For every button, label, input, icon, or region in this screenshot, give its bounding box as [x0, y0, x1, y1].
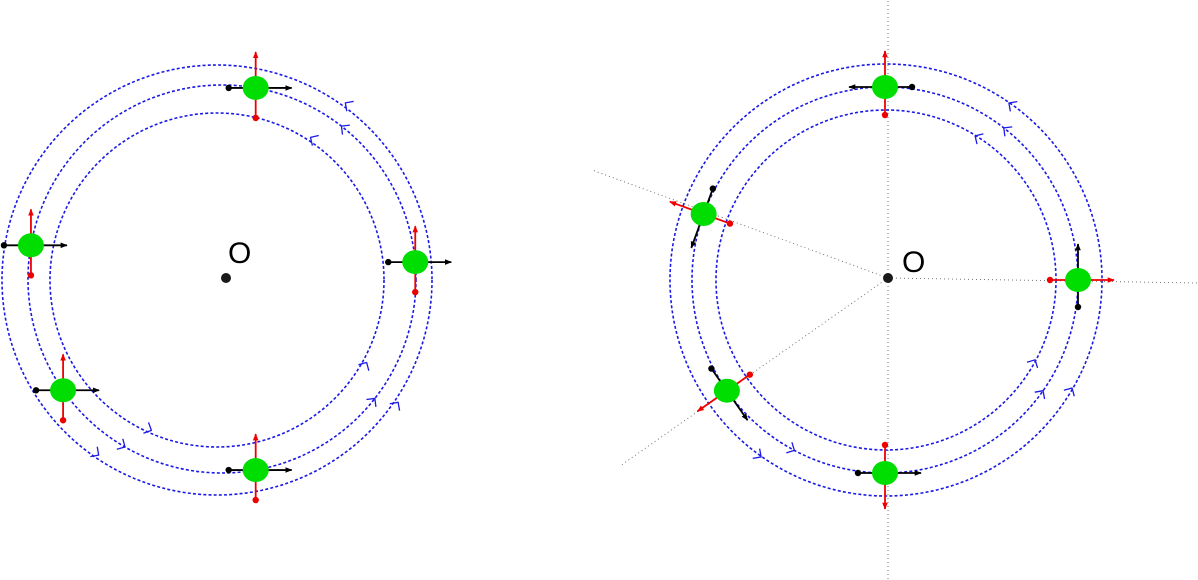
force-arrow-tail-dot	[881, 111, 889, 119]
right-body-top	[848, 50, 916, 119]
force-arrow-tail-dot	[27, 272, 35, 279]
green-body	[872, 75, 898, 99]
flow-direction-arrow	[340, 124, 350, 135]
radial-line-right	[887, 277, 1198, 284]
right-body-bottom	[854, 441, 922, 510]
velocity-arrow-tail-dot	[709, 185, 717, 192]
flow-direction-arrow	[309, 134, 319, 146]
flow-direction-arrow	[90, 446, 100, 458]
flow-direction-arrow	[366, 397, 377, 407]
flow-direction-arrow	[143, 422, 153, 434]
right-body-upper-left	[669, 185, 734, 249]
right-flow-arrows	[752, 100, 1075, 460]
velocity-arrow-tail-dot	[32, 387, 40, 394]
green-body	[242, 75, 269, 100]
left-origin-label: O	[228, 237, 251, 270]
green-body	[242, 458, 269, 483]
flow-direction-arrow	[389, 401, 401, 411]
right-origin-label: O	[902, 246, 925, 279]
green-body	[1065, 268, 1091, 292]
green-body	[17, 233, 44, 258]
green-body	[690, 201, 717, 226]
left-panel: O	[0, 51, 452, 504]
force-arrow-tail-dot	[1046, 276, 1054, 284]
left-body-bottom	[225, 433, 293, 504]
force-arrow-tail-dot	[746, 371, 754, 378]
right-panel: O	[591, 0, 1198, 580]
velocity-arrow-tail-dot	[854, 469, 862, 477]
flow-direction-arrow	[1008, 100, 1018, 112]
force-arrow-tail-dot	[252, 114, 259, 122]
velocity-arrow-tail-dot	[1074, 303, 1082, 311]
flow-direction-arrow	[1003, 126, 1013, 137]
left-body-right	[385, 225, 452, 296]
force-arrow-tail-dot	[726, 220, 734, 227]
left-bodies	[0, 51, 452, 504]
radial-line-lower-left	[619, 277, 889, 467]
velocity-arrow-tail-dot	[225, 466, 232, 474]
force-arrow-tail-dot	[252, 496, 259, 504]
left-body-upper-left	[0, 208, 68, 279]
flow-direction-arrow	[344, 100, 354, 112]
velocity-arrow-tail-dot	[908, 83, 916, 91]
flow-direction-arrow	[974, 133, 984, 145]
right-center-point	[883, 273, 893, 283]
velocity-arrow-tail-dot	[708, 365, 715, 372]
green-body	[713, 378, 740, 403]
flow-direction-arrow	[786, 442, 796, 454]
green-body	[50, 378, 77, 403]
right-body-lower-left	[696, 365, 754, 421]
left-inner-ring	[49, 112, 385, 448]
flow-direction-arrow	[752, 448, 762, 460]
force-arrow-tail-dot	[412, 288, 419, 296]
radial-line-upper-left	[591, 169, 889, 279]
green-body	[872, 461, 898, 485]
left-orbit-rings	[1, 64, 433, 496]
left-body-top	[225, 51, 293, 122]
force-arrow-tail-dot	[59, 417, 67, 424]
right-body-right	[1046, 243, 1115, 311]
left-flow-arrows	[90, 100, 401, 458]
flow-direction-arrow	[116, 438, 126, 450]
flow-direction-arrow	[1034, 390, 1046, 400]
left-outer-ring	[1, 64, 433, 496]
green-body	[402, 250, 429, 275]
left-body-lower-left	[32, 353, 100, 424]
flow-direction-arrow	[1063, 387, 1075, 397]
velocity-arrow-tail-dot	[385, 258, 392, 266]
velocity-arrow-tail-dot	[225, 84, 232, 92]
right-radial-lines	[591, 0, 1198, 580]
flow-direction-arrow	[1026, 359, 1039, 369]
velocity-arrow-tail-dot	[0, 242, 8, 249]
left-center-point	[221, 273, 231, 283]
flow-direction-arrow	[358, 361, 370, 371]
force-arrow-tail-dot	[881, 441, 889, 449]
right-bodies	[669, 50, 1115, 510]
